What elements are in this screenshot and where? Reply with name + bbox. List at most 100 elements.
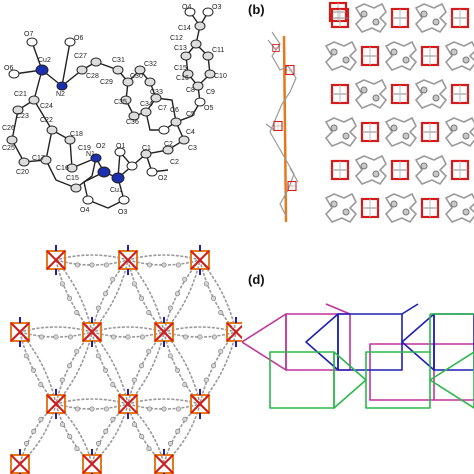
ring-atom: [74, 310, 80, 316]
atom-label: O5: [204, 105, 213, 112]
atom-label: C10: [214, 73, 227, 80]
paddlewheel-node: [46, 389, 66, 419]
ring-atom: [103, 406, 109, 412]
ligand-cluster: [385, 41, 417, 71]
paddlewheel-cage: [390, 83, 410, 105]
paddlewheel-node: [190, 389, 210, 419]
ring-atom: [53, 334, 59, 340]
atom-label: O6: [74, 35, 83, 42]
atom-label: O6: [4, 65, 13, 72]
atom-label: C24: [40, 103, 53, 110]
ring-atom: [67, 295, 73, 301]
paddlewheel-node: [190, 245, 210, 275]
ring-atom: [167, 353, 173, 359]
ring-atom: [182, 382, 188, 388]
atom-label: O2: [158, 175, 167, 182]
linker-strand: [55, 259, 93, 333]
atom-label: C7: [158, 105, 167, 112]
atom-label: C1: [142, 145, 151, 152]
ring-atom: [38, 382, 44, 388]
ring-atom: [175, 262, 181, 268]
linker-strand: [127, 259, 165, 333]
ring-atom: [197, 334, 203, 340]
atom-label: N2: [56, 91, 65, 98]
packing-diagram: [265, 1, 474, 223]
ring-atom: [211, 363, 217, 369]
atom-ellipsoids: [6, 7, 216, 205]
paddlewheel-cage: [450, 7, 470, 29]
ring-atom: [38, 416, 44, 422]
ring-atom: [182, 276, 188, 282]
atom-label: C36: [126, 119, 139, 126]
ring-atom: [74, 446, 80, 452]
paddlewheel-node: [154, 449, 174, 474]
atom-label: O4: [182, 4, 191, 11]
paddlewheel-cage: [390, 159, 410, 181]
panel-b-packing-view: (b): [242, 0, 474, 232]
ring-atom: [39, 334, 45, 340]
atom-label: C6: [170, 107, 179, 114]
atom-label: C17: [32, 155, 45, 162]
paddlewheel-cage: [330, 83, 350, 105]
ring-atom: [146, 310, 152, 316]
ligand-cluster: [445, 193, 474, 223]
linker-strand: [19, 331, 57, 405]
ligand-cluster: [415, 3, 447, 33]
paddlewheel-cage: [360, 121, 380, 143]
ligand-cluster: [325, 117, 357, 147]
ring-atom: [103, 428, 109, 434]
ring-atom: [131, 281, 137, 287]
atom-label: O3: [118, 209, 127, 216]
ring-atom: [59, 377, 65, 383]
atom-label: O3: [212, 4, 221, 11]
paddlewheel-node: [154, 317, 174, 347]
ring-atom: [125, 334, 131, 340]
atom-label: C18: [70, 131, 83, 138]
ligand-cluster: [325, 193, 357, 223]
ring-atom: [203, 281, 209, 287]
paddlewheel-node: [82, 317, 102, 347]
ring-atom: [89, 262, 95, 268]
ring-atom: [67, 334, 73, 340]
atom-label: C5: [186, 111, 195, 118]
atom-label: C13: [174, 45, 187, 52]
atom-label: O2: [96, 143, 105, 150]
ring-atom: [175, 428, 181, 434]
ring-atom: [147, 406, 153, 412]
atom-label: C26: [2, 125, 15, 132]
atom-label: C29: [100, 79, 113, 86]
panel-a-ortep-structure: O4 O3 C14 O7 O6 Cu2 C27 O6 N2 C28 C31 C1…: [0, 0, 242, 232]
layer-diagram: [10, 245, 242, 474]
ring-atom: [218, 310, 224, 316]
net-green: [269, 313, 474, 409]
ring-atom: [211, 295, 217, 301]
atom-label: Cu2: [38, 57, 51, 64]
panel-d-label: (d): [248, 272, 265, 287]
linker-strand: [55, 331, 93, 405]
atom-label: C16: [56, 165, 69, 172]
ring-atom: [95, 353, 101, 359]
ring-atom: [146, 446, 152, 452]
ring-atom: [211, 334, 217, 340]
atom-label: C27: [74, 53, 87, 60]
paddlewheel-node: [118, 389, 138, 419]
panel-b-label: (b): [248, 2, 265, 17]
layer-network: [10, 245, 242, 474]
panel-d-topology-net: (d): [242, 232, 474, 474]
paddlewheel-cage: [450, 159, 470, 181]
atom-label: C15: [174, 65, 187, 72]
ortep-diagram: O4 O3 C14 O7 O6 Cu2 C27 O6 N2 C28 C31 C1…: [2, 4, 227, 216]
ligand-cluster: [445, 117, 474, 147]
ligand-cluster: [415, 155, 447, 185]
ligand-cluster: [325, 41, 357, 71]
atom-label: N1: [86, 151, 95, 158]
atom-label: C25: [2, 145, 15, 152]
ring-atom: [95, 305, 101, 311]
paddlewheel-node: [10, 317, 30, 347]
ring-atom: [139, 295, 145, 301]
ring-atom: [218, 348, 224, 354]
net-magenta: [242, 303, 474, 401]
ring-atom: [103, 291, 109, 297]
ring-atom: [167, 305, 173, 311]
paddlewheel-node: [118, 245, 138, 275]
